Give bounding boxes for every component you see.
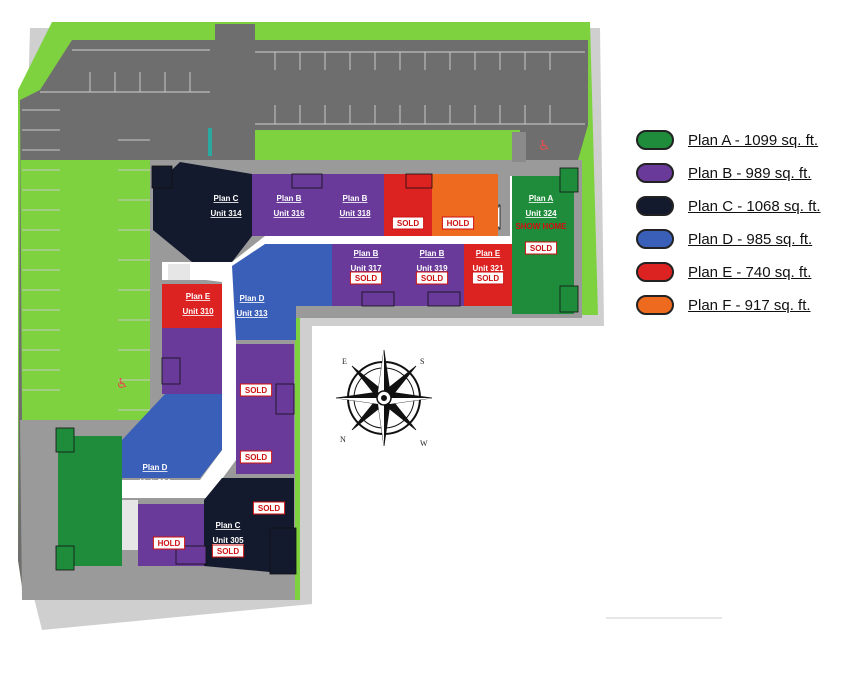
unit-317-unit-label: Unit 317: [350, 264, 382, 273]
unit-316-plan-label: Plan B: [277, 194, 302, 203]
unit-313-plan-label: Plan D: [240, 294, 265, 303]
plan-b-label[interactable]: Plan B - 989 sq. ft.: [688, 164, 812, 182]
unit-e-top-status-badge-box: [391, 216, 425, 230]
unit-324-unit-label: Unit 324: [525, 209, 557, 218]
unit-314-plan-label: Plan C: [214, 194, 239, 203]
compass-letter-n: N: [340, 435, 346, 444]
unit-313-unit-label: Unit 313: [236, 309, 268, 318]
unit-317-status-badge: SOLD: [355, 274, 377, 283]
unit-a-west-shape[interactable]: [58, 436, 122, 566]
unit-321-status-badge: SOLD: [477, 274, 499, 283]
unit-318-unit-label: Unit 318: [339, 209, 371, 218]
unit-318-plan-label: Plan B: [343, 194, 368, 203]
unit-305-plan-label: Plan C: [216, 521, 241, 530]
plan-c-label[interactable]: Plan C - 1068 sq. ft.: [688, 197, 821, 215]
unit-317-plan-label: Plan B: [354, 249, 379, 258]
unit-314-shape[interactable]: [153, 162, 252, 262]
plan-legend: Plan A - 1099 sq. ft. Plan B - 989 sq. f…: [636, 128, 846, 326]
plan-e-label[interactable]: Plan E - 740 sq. ft.: [688, 263, 812, 281]
unit-c-south-status-badge-box: [252, 501, 286, 515]
unit-304-plan-label: Plan D: [143, 463, 168, 472]
stair-ramp: [512, 132, 526, 162]
unit-b-mid2-shape[interactable]: [236, 408, 294, 474]
bike-rack: [208, 128, 212, 156]
unit-b-mid1-status-badge-box: [239, 383, 273, 397]
unit-f-top-status-badge: HOLD: [447, 219, 470, 228]
unit-319-status-badge-box: [415, 271, 449, 285]
unit-314-unit-label: Unit 314: [210, 209, 242, 218]
unit-304-unit-label: Unit 304: [139, 478, 171, 487]
unit-304-shape[interactable]: [122, 394, 222, 478]
accessible-parking-icon: ♿: [116, 376, 129, 392]
unit-319-status-badge: SOLD: [421, 274, 443, 283]
unit-321-status-badge-box: [471, 271, 505, 285]
parking-stripes: [40, 49, 585, 125]
legend-item-plan-c: Plan C - 1068 sq. ft.: [636, 194, 846, 218]
plan-d-label[interactable]: Plan D - 985 sq. ft.: [688, 230, 813, 248]
unit-324-status-badge: SOLD: [530, 244, 552, 253]
legend-item-plan-b: Plan B - 989 sq. ft.: [636, 161, 846, 185]
unit-305-status-badge-box: [211, 544, 245, 558]
balconies: [55, 165, 579, 575]
unit-324-show-home-label: SHOW HOME: [515, 222, 567, 231]
accessible-parking-icon: ♿: [538, 138, 551, 154]
legend-item-plan-a: Plan A - 1099 sq. ft.: [636, 128, 846, 152]
unit-e-top-status-badge: SOLD: [397, 219, 419, 228]
unit-319-plan-label: Plan B: [420, 249, 445, 258]
compass-letter-s: S: [420, 357, 424, 366]
unit-b-south-status-badge: HOLD: [158, 539, 181, 548]
legend-item-plan-f: Plan F - 917 sq. ft.: [636, 293, 846, 317]
unit-b-mid2-status-badge-box: [239, 450, 273, 464]
unit-310-shape[interactable]: [162, 284, 222, 328]
unit-324-plan-label: Plan A: [529, 194, 554, 203]
legend-item-plan-d: Plan D - 985 sq. ft.: [636, 227, 846, 251]
unit-321-plan-label: Plan E: [476, 249, 501, 258]
plan-c-swatch: [636, 196, 674, 216]
unit-317-status-badge-box: [349, 271, 383, 285]
plan-f-label[interactable]: Plan F - 917 sq. ft.: [688, 296, 811, 314]
unit-316-unit-label: Unit 316: [273, 209, 305, 218]
plan-d-swatch: [636, 229, 674, 249]
unit-319-unit-label: Unit 319: [416, 264, 448, 273]
plan-a-label[interactable]: Plan A - 1099 sq. ft.: [688, 131, 819, 149]
parking-stalls-north: [89, 52, 551, 124]
unit-b-south-status-badge-box: [152, 536, 186, 550]
plan-a-swatch: [636, 130, 674, 150]
unit-b-mid1-status-badge: SOLD: [245, 386, 267, 395]
unit-305-unit-label: Unit 305: [212, 536, 244, 545]
legend-item-plan-e: Plan E - 740 sq. ft.: [636, 260, 846, 284]
plan-f-swatch: [636, 295, 674, 315]
unit-313-shape[interactable]: [232, 244, 332, 340]
unit-310-unit-label: Unit 310: [182, 307, 214, 316]
unit-f-top-status-badge-box: [441, 216, 475, 230]
compass-letter-e: E: [342, 357, 347, 366]
compass-rose: E S N W: [335, 349, 433, 448]
unit-310-plan-label: Plan E: [186, 292, 211, 301]
unit-305-status-badge: SOLD: [217, 547, 239, 556]
unit-b-mid2-status-badge: SOLD: [245, 453, 267, 462]
plan-b-swatch: [636, 163, 674, 183]
stair-north: [168, 264, 190, 280]
stair-west: [122, 500, 138, 550]
unit-324-status-badge-box: [524, 241, 558, 255]
compass-letter-w: W: [420, 439, 428, 448]
unit-318-shape[interactable]: [318, 174, 384, 236]
unit-321-unit-label: Unit 321: [472, 264, 504, 273]
unit-c-south-status-badge: SOLD: [258, 504, 280, 513]
plan-e-swatch: [636, 262, 674, 282]
